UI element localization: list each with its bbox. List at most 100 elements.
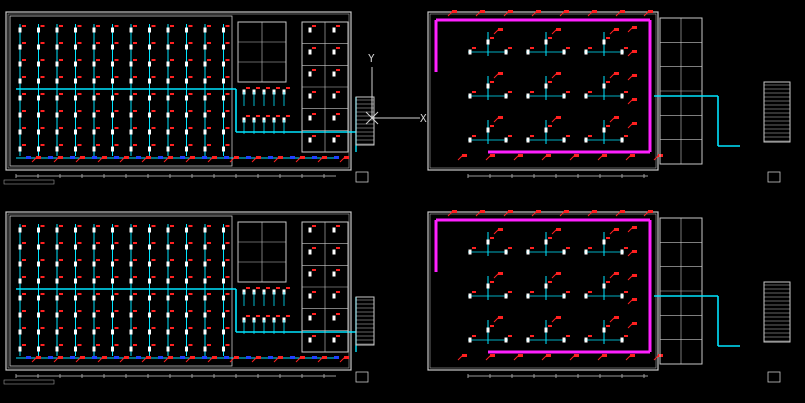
valve-tag <box>334 156 339 159</box>
sprinkler-head <box>18 346 22 352</box>
sprinkler-tag <box>77 76 82 78</box>
sprinkler-head <box>222 295 225 301</box>
sprinkler-tag <box>96 225 100 227</box>
tag-marker <box>648 10 653 13</box>
sprinkler-tag <box>40 76 45 78</box>
sprinkler-tag <box>624 91 628 93</box>
sprinkler-tag <box>59 144 63 146</box>
sprinkler-head <box>526 337 530 343</box>
sprinkler-head <box>148 329 151 335</box>
tag-marker <box>344 156 349 159</box>
sprinkler-head <box>148 27 151 33</box>
sprinkler-tag <box>188 327 193 329</box>
sprinkler-head <box>18 44 22 50</box>
tag-marker <box>574 354 579 357</box>
tag-marker <box>592 210 597 213</box>
sprinkler-tag <box>77 59 82 61</box>
tag-marker <box>234 356 239 359</box>
hall-outline <box>9 15 233 167</box>
sprinkler-head <box>55 129 59 135</box>
sprinkler-head <box>562 137 566 143</box>
sprinkler-tag <box>188 310 193 312</box>
sprinkler-head <box>486 127 490 133</box>
tag-marker <box>168 156 173 159</box>
sprinkler-tag <box>566 135 570 137</box>
sprinkler-tag <box>207 127 211 129</box>
sprinkler-tag <box>286 315 290 317</box>
sprinkler-head <box>18 295 22 301</box>
sprinkler-tag <box>77 310 82 312</box>
sprinkler-head <box>111 278 114 284</box>
sprinkler-tag <box>336 247 340 249</box>
sprinkler-head <box>111 78 114 84</box>
sprinkler-tag <box>59 25 63 27</box>
sprinkler-head <box>504 293 508 299</box>
sprinkler-tag <box>96 76 100 78</box>
sprinkler-head <box>166 112 170 118</box>
sprinkler-head <box>55 112 59 118</box>
sprinkler-head <box>222 329 225 335</box>
tag-marker <box>102 356 107 359</box>
sheet-bottom-left[interactable] <box>3 211 375 385</box>
sprinkler-tag <box>114 276 119 278</box>
sprinkler-tag <box>151 110 156 112</box>
tag-marker <box>614 316 619 319</box>
sprinkler-head <box>222 112 225 118</box>
sprinkler-tag <box>207 344 211 346</box>
sprinkler-tag <box>624 47 628 49</box>
sprinkler-head <box>222 44 225 50</box>
sprinkler-head <box>129 95 133 101</box>
sprinkler-tag <box>40 144 45 146</box>
valve-tag <box>312 156 317 159</box>
sprinkler-tag <box>286 115 290 117</box>
tag-marker <box>632 98 637 101</box>
sprinkler-head <box>332 293 336 299</box>
sprinkler-tag <box>170 344 174 346</box>
sprinkler-tag <box>188 59 193 61</box>
sheet-top-right[interactable] <box>427 10 791 183</box>
sprinkler-head <box>308 227 312 233</box>
sprinkler-head <box>74 95 77 101</box>
sprinkler-head <box>203 295 207 301</box>
sprinkler-tag <box>40 225 45 227</box>
sprinkler-head <box>203 278 207 284</box>
tag-marker <box>322 356 327 359</box>
tag-marker <box>452 210 457 213</box>
title-stub <box>3 179 55 185</box>
valve-tag <box>224 156 229 159</box>
sprinkler-head <box>37 61 40 67</box>
sprinkler-tag <box>606 125 610 127</box>
sprinkler-tag <box>151 144 156 146</box>
sprinkler-tag <box>59 93 63 95</box>
sprinkler-head <box>55 346 59 352</box>
sprinkler-tag <box>22 25 26 27</box>
sprinkler-tag <box>170 259 174 261</box>
sprinkler-tag <box>336 69 340 71</box>
tag-marker <box>614 72 619 75</box>
sprinkler-head <box>185 312 188 318</box>
sprinkler-tag <box>22 242 26 244</box>
sprinkler-tag <box>225 59 230 61</box>
sprinkler-tag <box>22 127 26 129</box>
tag-marker <box>480 10 485 13</box>
sprinkler-head <box>37 278 40 284</box>
tag-marker <box>632 250 637 253</box>
sprinkler-tag <box>225 144 230 146</box>
sheet-bottom-right[interactable] <box>427 210 791 383</box>
tag-marker <box>518 154 523 157</box>
valve-tag <box>136 356 141 359</box>
sprinkler-tag <box>22 42 26 44</box>
sprinkler-head <box>148 112 151 118</box>
sheet-top-left[interactable] <box>3 11 375 185</box>
sprinkler-tag <box>40 93 45 95</box>
tag-marker <box>564 210 569 213</box>
sprinkler-head <box>148 129 151 135</box>
sprinkler-tag <box>256 315 260 317</box>
sprinkler-head <box>602 327 606 333</box>
sprinkler-head <box>148 61 151 67</box>
sprinkler-head <box>602 239 606 245</box>
sprinkler-tag <box>266 287 270 289</box>
sprinkler-tag <box>59 242 63 244</box>
sprinkler-tag <box>59 59 63 61</box>
